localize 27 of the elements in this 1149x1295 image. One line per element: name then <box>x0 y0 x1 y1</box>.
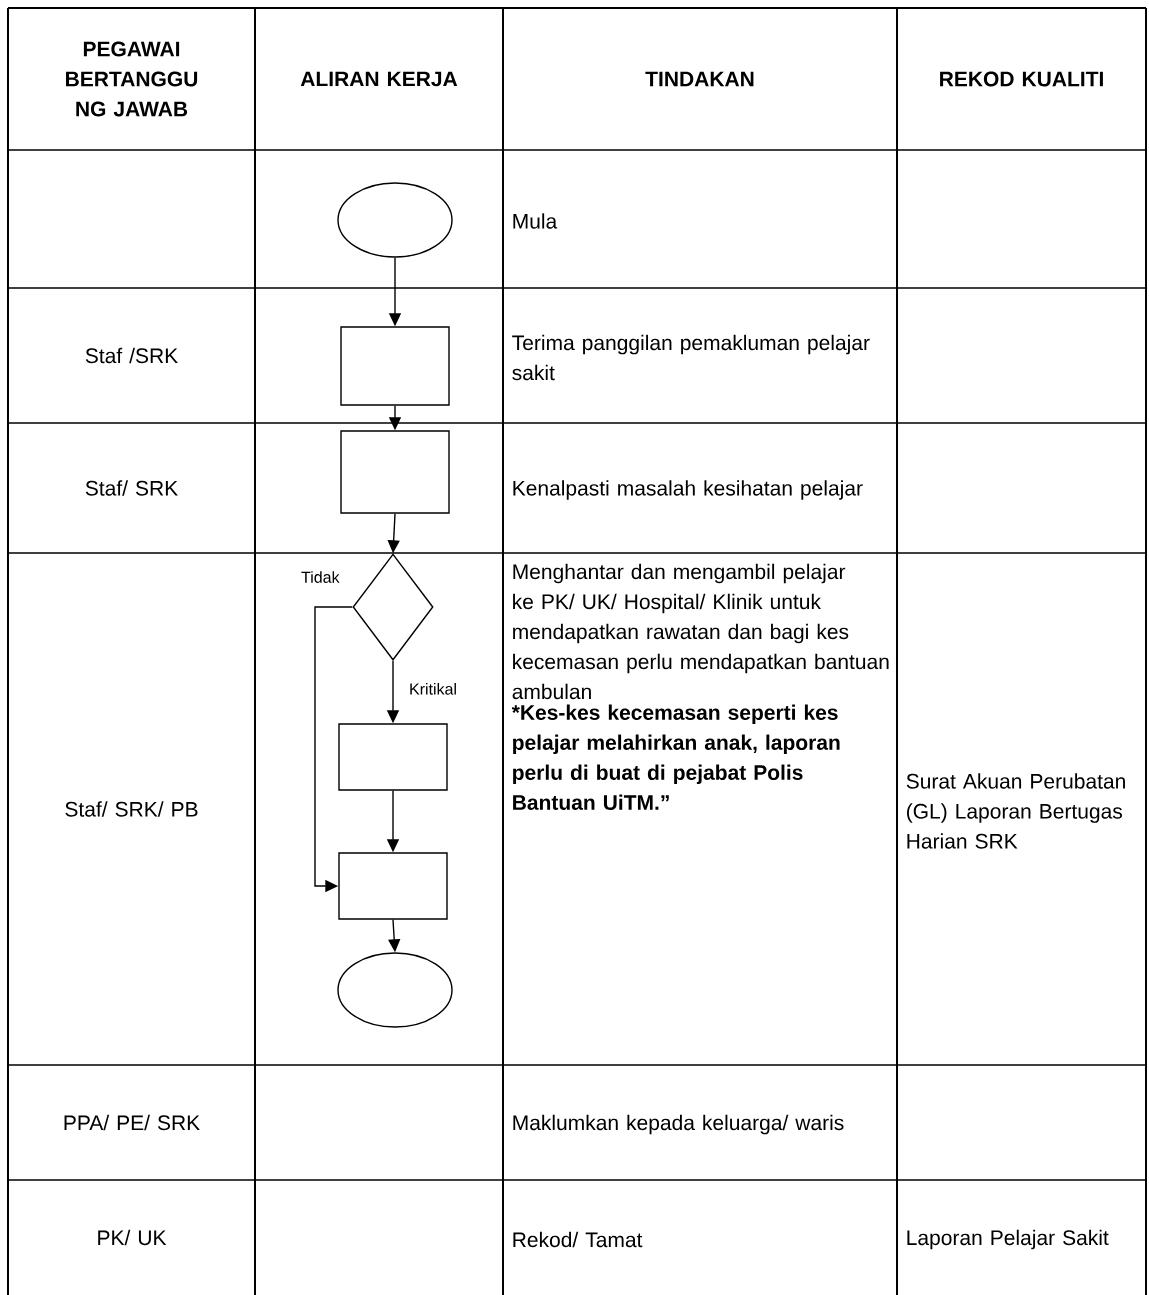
process-box <box>340 326 450 406</box>
process-box <box>340 430 450 514</box>
cell-text: Maklumkan kepada keluarga/ waris <box>513 1114 844 1135</box>
header-text: TINDAKAN <box>645 71 754 87</box>
header-text: ALIRAN KERJA <box>300 71 458 87</box>
cell-text: Laporan Pelajar Sakit <box>907 1229 1109 1250</box>
cell-text: Rekod/ Tamat <box>513 1231 643 1248</box>
cell-text: Terima panggilan pemakluman pelajar sakit <box>512 334 870 381</box>
header-text: PEGAWAI BERTANGGU NG JAWAB <box>66 41 198 117</box>
process-box <box>338 723 448 791</box>
cell-text: Staf/ SRK/ PB <box>65 801 198 817</box>
flow-terminal-ellipse <box>337 182 453 258</box>
cell-text: Staf /SRK <box>85 347 178 364</box>
cell-text: Surat Akuan Perubatan (GL) Laporan Bertugas Harian SRK <box>906 773 1125 849</box>
header-text: REKOD KUALITI <box>940 71 1103 87</box>
cell-text: Staf/ SRK <box>85 480 178 496</box>
cell-text: Menghantar dan mengambil pelajar ke PK/ UK/ Hospital/ Klinik untuk mendapatkan rawatan dan bagi kes kecemasan perlu mendapatkan bantuan ambulan <box>512 563 889 700</box>
cell-text: *Kes-kes kecemasan seperti kes pelajar melahirkan anak, laporan perlu di buat di pejabat Polis Bantuan UiTM.” <box>511 704 840 810</box>
cell-text: PK/ UK <box>98 1229 167 1246</box>
edge-label: Tidak <box>301 571 340 583</box>
process-box <box>338 852 448 920</box>
cell-text: Kenalpasti masalah kesihatan pelajar <box>513 480 863 500</box>
flow-terminal-ellipse <box>337 952 453 1028</box>
decision-diamond <box>352 553 434 661</box>
cell-text: Mula <box>513 213 558 229</box>
cell-text: PPA/ PE/ SRK <box>64 1114 200 1131</box>
edge-label: Kritikal <box>410 683 456 695</box>
